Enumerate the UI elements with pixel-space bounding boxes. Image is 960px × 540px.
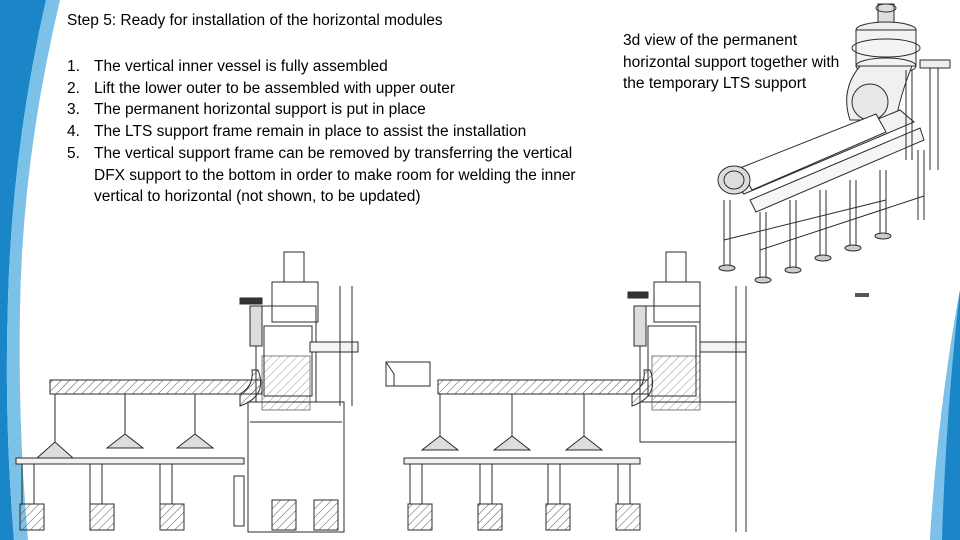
list-item: 1. The vertical inner vessel is fully ass… xyxy=(67,56,607,78)
step-number: 4. xyxy=(67,123,80,141)
step-text: The LTS support frame remain in place to… xyxy=(94,123,527,141)
step-text: Lift the lower outer to be assembled wit… xyxy=(94,79,456,97)
step-text: The permanent horizontal support is put … xyxy=(94,101,426,119)
list-item: 4. The LTS support frame remain in place … xyxy=(67,121,607,143)
right-accent-band xyxy=(930,290,960,540)
step-number: 3. xyxy=(67,101,80,119)
slide-title: Step 5: Ready for installation of the ho… xyxy=(67,12,443,29)
step-number: 1. xyxy=(67,58,80,75)
list-item: 5. The vertical support frame can be remo… xyxy=(67,143,607,208)
step-text: The vertical inner vessel is fully assem… xyxy=(94,58,388,75)
step-number: 2. xyxy=(67,79,80,97)
step-number: 5. xyxy=(67,144,80,162)
list-item: 2. Lift the lower outer to be assembled w… xyxy=(67,78,607,100)
vessel-3d-view-drawing xyxy=(717,3,951,297)
horizontal-support-side-view-drawing xyxy=(15,251,747,533)
figure-caption: 3d view of the permanent horizontal supp… xyxy=(623,32,840,92)
left-accent-band xyxy=(0,0,60,540)
step-list: 1. The vertical inner vessel is fully ass… xyxy=(67,56,607,208)
list-item: 3. The permanent horizontal support is pu… xyxy=(67,99,607,121)
step-text: The vertical support frame can be remove… xyxy=(94,144,576,206)
